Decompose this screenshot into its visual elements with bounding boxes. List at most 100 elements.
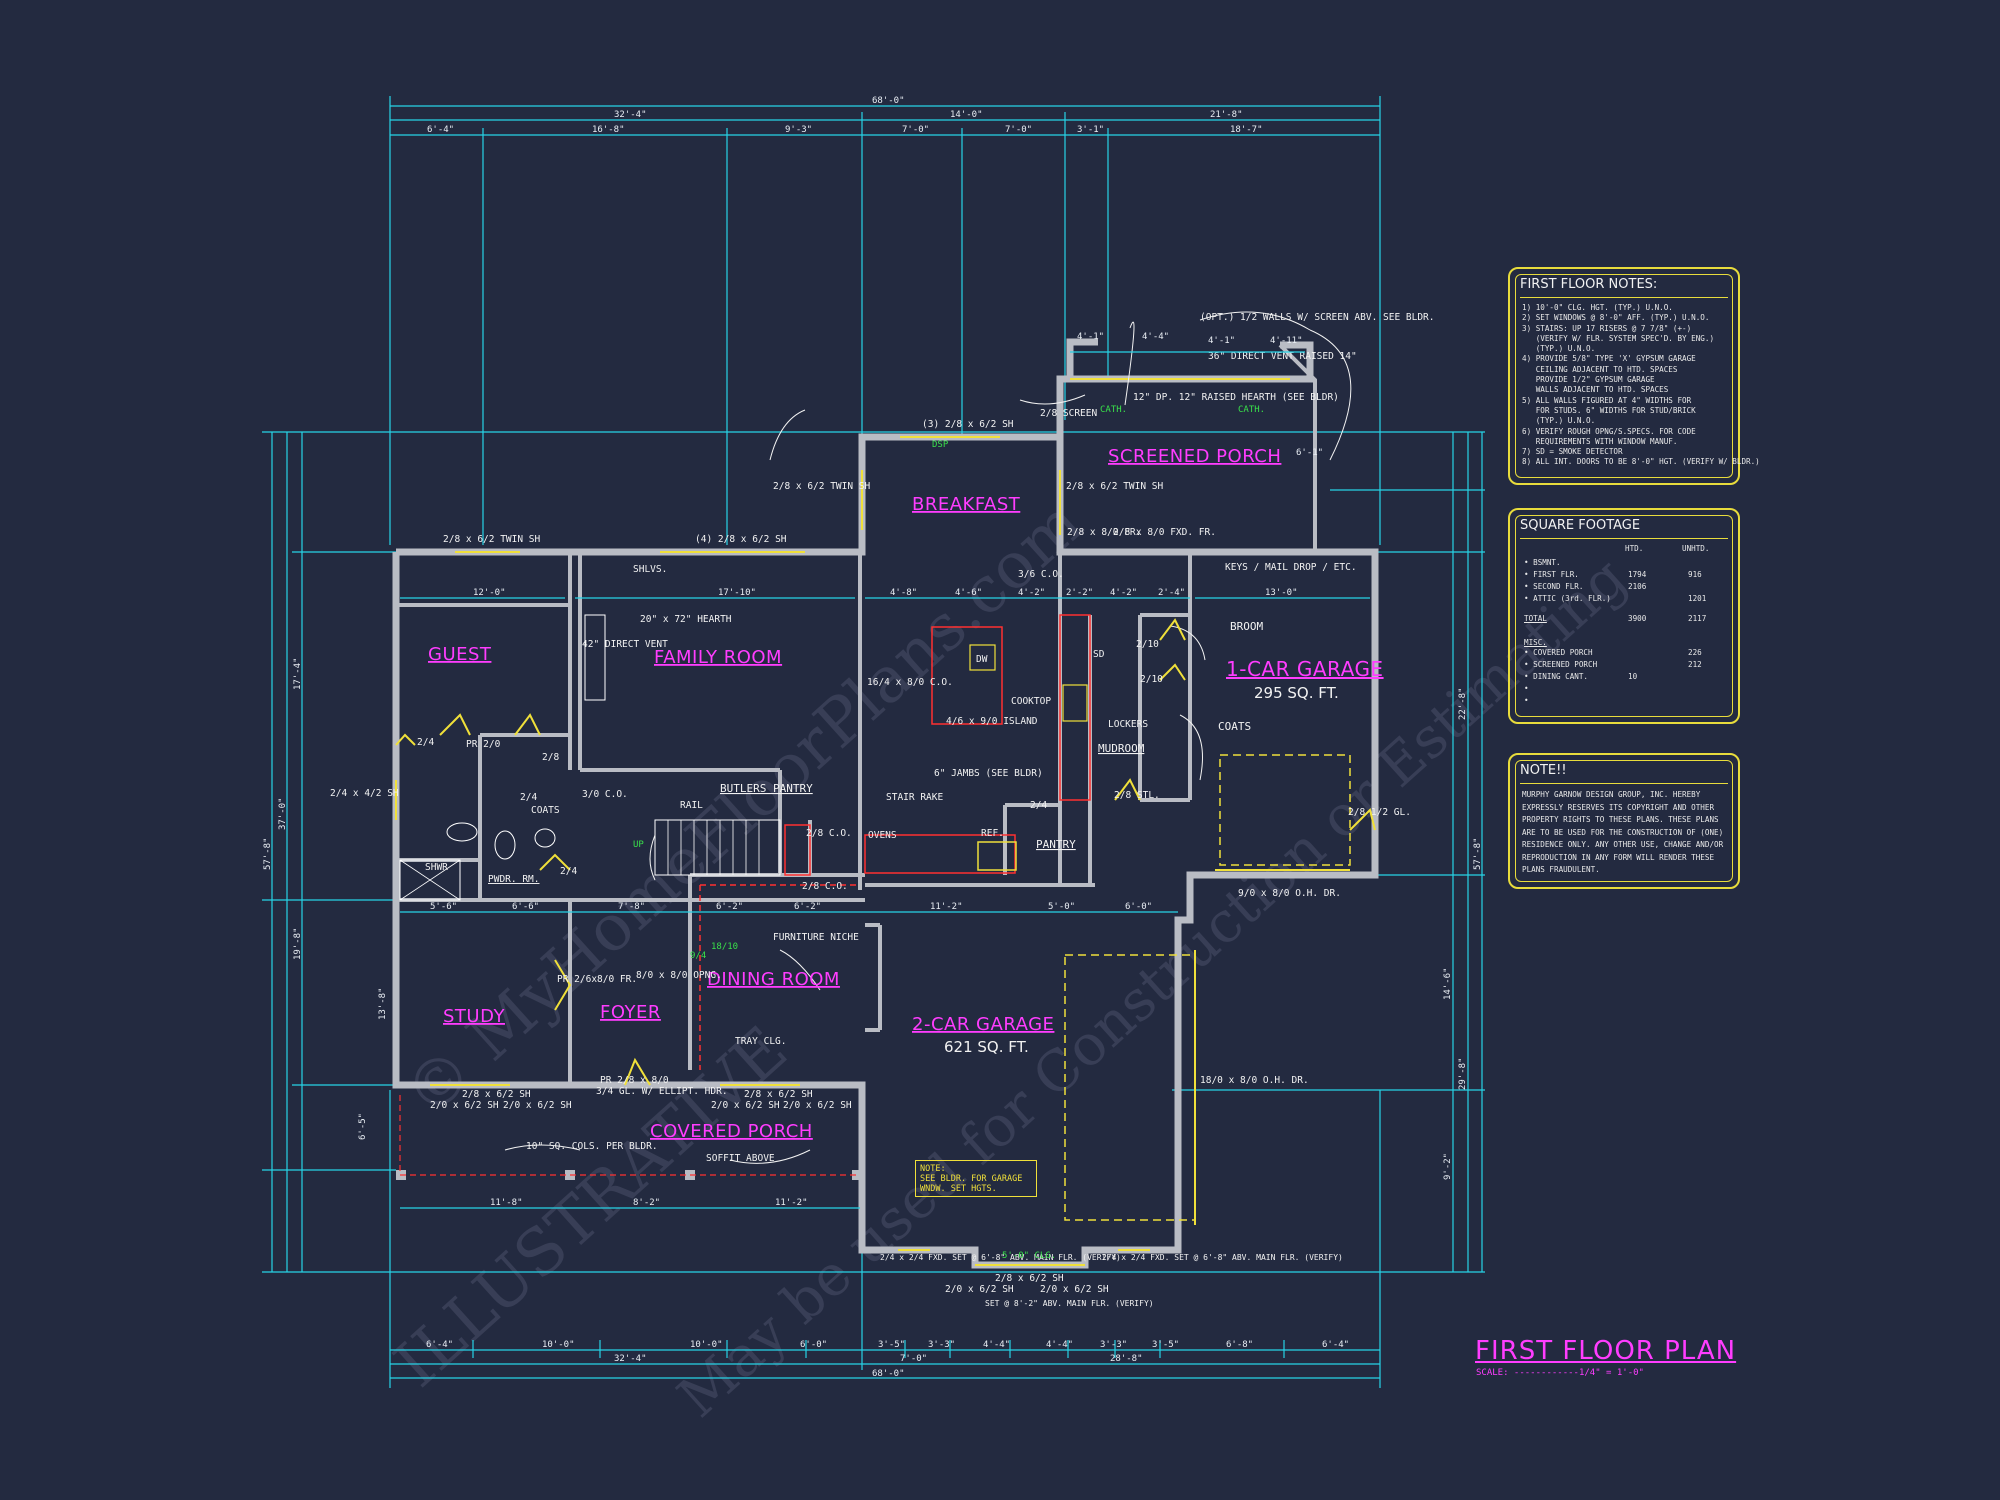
sf-label: • BSMNT. — [1524, 558, 1561, 567]
label-ellipt: 3/4 GL. W/ ELLIPT. HDR. — [596, 1086, 728, 1097]
dim-p3: 11'-2" — [775, 1198, 808, 1208]
note-item: PROVIDE 1/2" GYPSUM GARAGE — [1522, 375, 1655, 385]
dim-top-c: 21'-8" — [1210, 110, 1243, 120]
title-rule — [1520, 538, 1728, 539]
dim-family-width: 17'-10" — [718, 588, 756, 598]
label-island: 4/6 x 9/0 ISLAND — [946, 716, 1038, 727]
dim-r5: 6'-2" — [794, 902, 821, 912]
dim-right-c: 14'-6" — [1443, 967, 1453, 1000]
label-pr-fr: PR 2/6x8/0 FR. — [557, 974, 637, 985]
room-guest: GUEST — [428, 644, 492, 665]
room-breakfast: BREAKFAST — [912, 494, 1021, 515]
title-rule — [1520, 783, 1728, 784]
note-item: 5) ALL WALLS FIGURED AT 4" WIDTHS FOR — [1522, 395, 1692, 405]
note-item: WALLS ADJACENT TO HTD. SPACES — [1522, 385, 1669, 395]
label-lockers: LOCKERS — [1108, 719, 1148, 730]
dim-bottom-d1: 6'-4" — [426, 1340, 453, 1350]
label-fr-door: 2/8 x 8/0 FR. — [1067, 527, 1141, 538]
label-shwr: SHWR — [425, 862, 448, 873]
sf-htd: 1794 — [1628, 570, 1647, 579]
label-co-310: 3/0 C.O. — [582, 789, 628, 800]
dim-r1: 5'-6" — [430, 902, 457, 912]
dim-left-c: 17'-4" — [293, 657, 303, 690]
dim-left-a: 37'-0" — [278, 797, 288, 830]
square-footage-row: • ATTIC (3rd. FLR.)1201 — [1524, 594, 1728, 605]
room-2-car-garage-area: 621 SQ. FT. — [944, 1038, 1029, 1056]
dim-p2: 8'-2" — [633, 1198, 660, 1208]
label-guest-window: 2/8 x 6/2 TWIN SH — [443, 534, 541, 545]
label-keys: KEYS / MAIL DROP / ETC. — [1225, 562, 1357, 573]
label-coats: COATS — [531, 805, 560, 816]
label-rear-sh-b: 2/0 x 6/2 SH — [945, 1284, 1014, 1295]
label-direct-vent: 42" DIRECT VENT — [582, 639, 668, 650]
dim-top-d1: 6'-4" — [427, 125, 454, 135]
sf-label: MISC. — [1524, 638, 1547, 647]
note-panel: NOTE!! MURPHY GARNOW DESIGN GROUP, INC. … — [1508, 753, 1740, 889]
sf-unhtd: 212 — [1688, 660, 1702, 669]
sf-unhtd: 916 — [1688, 570, 1702, 579]
side-dimensions: 57'-8" 37'-0" 19'-8" 17'-4" 13'-8" 6'-5"… — [262, 431, 1485, 1273]
dim-left-e: 6'-5" — [358, 1113, 368, 1140]
dim-bk-4: 2'-2" — [1066, 588, 1093, 598]
dim-bottom-d11: 6'-8" — [1226, 1340, 1253, 1350]
dim-top-d7: 18'-7" — [1230, 125, 1263, 135]
label-cols: 10" SQ. COLS. PER BLDR. — [526, 1141, 658, 1152]
label-rail: RAIL — [680, 800, 703, 811]
dim-top-d5: 7'-0" — [1005, 125, 1032, 135]
label-opt-walls: (OPT.) 1/2 WALLS W/ SCREEN ABV. SEE BLDR… — [1200, 312, 1435, 323]
dim-bottom-d4: 6'-0" — [800, 1340, 827, 1350]
kitchen-cabinets — [699, 614, 1091, 1070]
label-co-28b: 2/8 C.O. — [802, 881, 848, 892]
label-sd: SD — [1093, 649, 1105, 660]
panel-border — [1515, 515, 1733, 717]
dim-r3: 7'-8" — [618, 902, 645, 912]
room-labels: BREAKFAST SCREENED PORCH GUEST FAMILY RO… — [428, 446, 1383, 1142]
dim-top-d3: 9'-3" — [785, 125, 812, 135]
dim-bottom-d3: 10'-0" — [690, 1340, 723, 1350]
dim-left-b: 19'-8" — [293, 927, 303, 960]
note-title: NOTE!! — [1520, 763, 1567, 778]
label-e24a: 2/4 — [417, 737, 434, 748]
label-co-316: 3/6 C.O. — [1018, 569, 1064, 580]
label-sh-din-a: 2/8 x 6/2 SH — [744, 1089, 813, 1100]
label-clg: 5'-0" CLG. — [1002, 1251, 1056, 1261]
label-e210a: 2/10 — [1136, 639, 1159, 650]
label-cooktop: COOKTOP — [1011, 696, 1051, 707]
label-screen-door: 2/8 SCREEN — [1040, 408, 1097, 419]
notes-list: 1) 10'-0" CLG. HGT. (TYP.) U.N.O.2) SET … — [1522, 303, 1760, 468]
dim-right-d: 9'-2" — [1443, 1153, 1453, 1180]
label-fxd-a: 2/4 x 2/4 FXD. SET @ 6'-8" ABV. MAIN FLR… — [880, 1253, 1121, 1262]
dim-r4: 6'-2" — [716, 902, 743, 912]
label-stair-rake: STAIR RAKE — [886, 792, 943, 803]
label-breakfast-window: (3) 2/8 x 6/2 SH — [922, 419, 1014, 430]
note-text: MURPHY GARNOW DESIGN GROUP, INC. HEREBY … — [1522, 790, 1724, 874]
dim-top-d4: 7'-0" — [902, 125, 929, 135]
note-item: (VERIFY W/ FLR. SYSTEM SPEC'D. BY ENG.) — [1522, 333, 1715, 343]
dim-right-a: 29'-8" — [1458, 1057, 1468, 1090]
square-footage-row: • — [1524, 684, 1728, 695]
label-hearth: 20" x 72" HEARTH — [640, 614, 732, 625]
sf-label: • COVERED PORCH — [1524, 648, 1593, 657]
label-up: UP — [633, 840, 644, 850]
dim-bottom-d7: 4'-4" — [983, 1340, 1010, 1350]
label-sh-din-b: 2/0 x 6/2 SH — [711, 1100, 780, 1111]
label-window-244: 2/4 x 4/2 SH — [330, 788, 399, 799]
label-pwdr: PWDR. RM. — [488, 874, 539, 885]
dim-sp5: 4'-1" — [1208, 336, 1235, 346]
dim-top-d2: 16'-8" — [592, 125, 625, 135]
label-rear-sh-a: 2/8 x 6/2 SH — [995, 1273, 1064, 1284]
label-s94: 9/4 — [690, 951, 706, 961]
col-htd: HTD. — [1625, 544, 1644, 553]
label-tray-clg: TRAY CLG. — [735, 1036, 786, 1047]
label-butlers-pantry: BUTLERS PANTRY — [720, 782, 813, 795]
panel-border — [1515, 274, 1733, 478]
note-item: 7) SD = SMOKE DETECTOR — [1522, 447, 1623, 457]
label-broom: BROOM — [1230, 620, 1263, 633]
square-footage-row: • BSMNT. — [1524, 558, 1728, 569]
label-twin-sh-top: 2/8 x 6/2 TWIN SH — [773, 481, 871, 492]
dim-bottom-d2: 10'-0" — [542, 1340, 575, 1350]
dim-bottom-d5: 3'-5" — [878, 1340, 905, 1350]
dim-p1: 11'-8" — [490, 1198, 523, 1208]
